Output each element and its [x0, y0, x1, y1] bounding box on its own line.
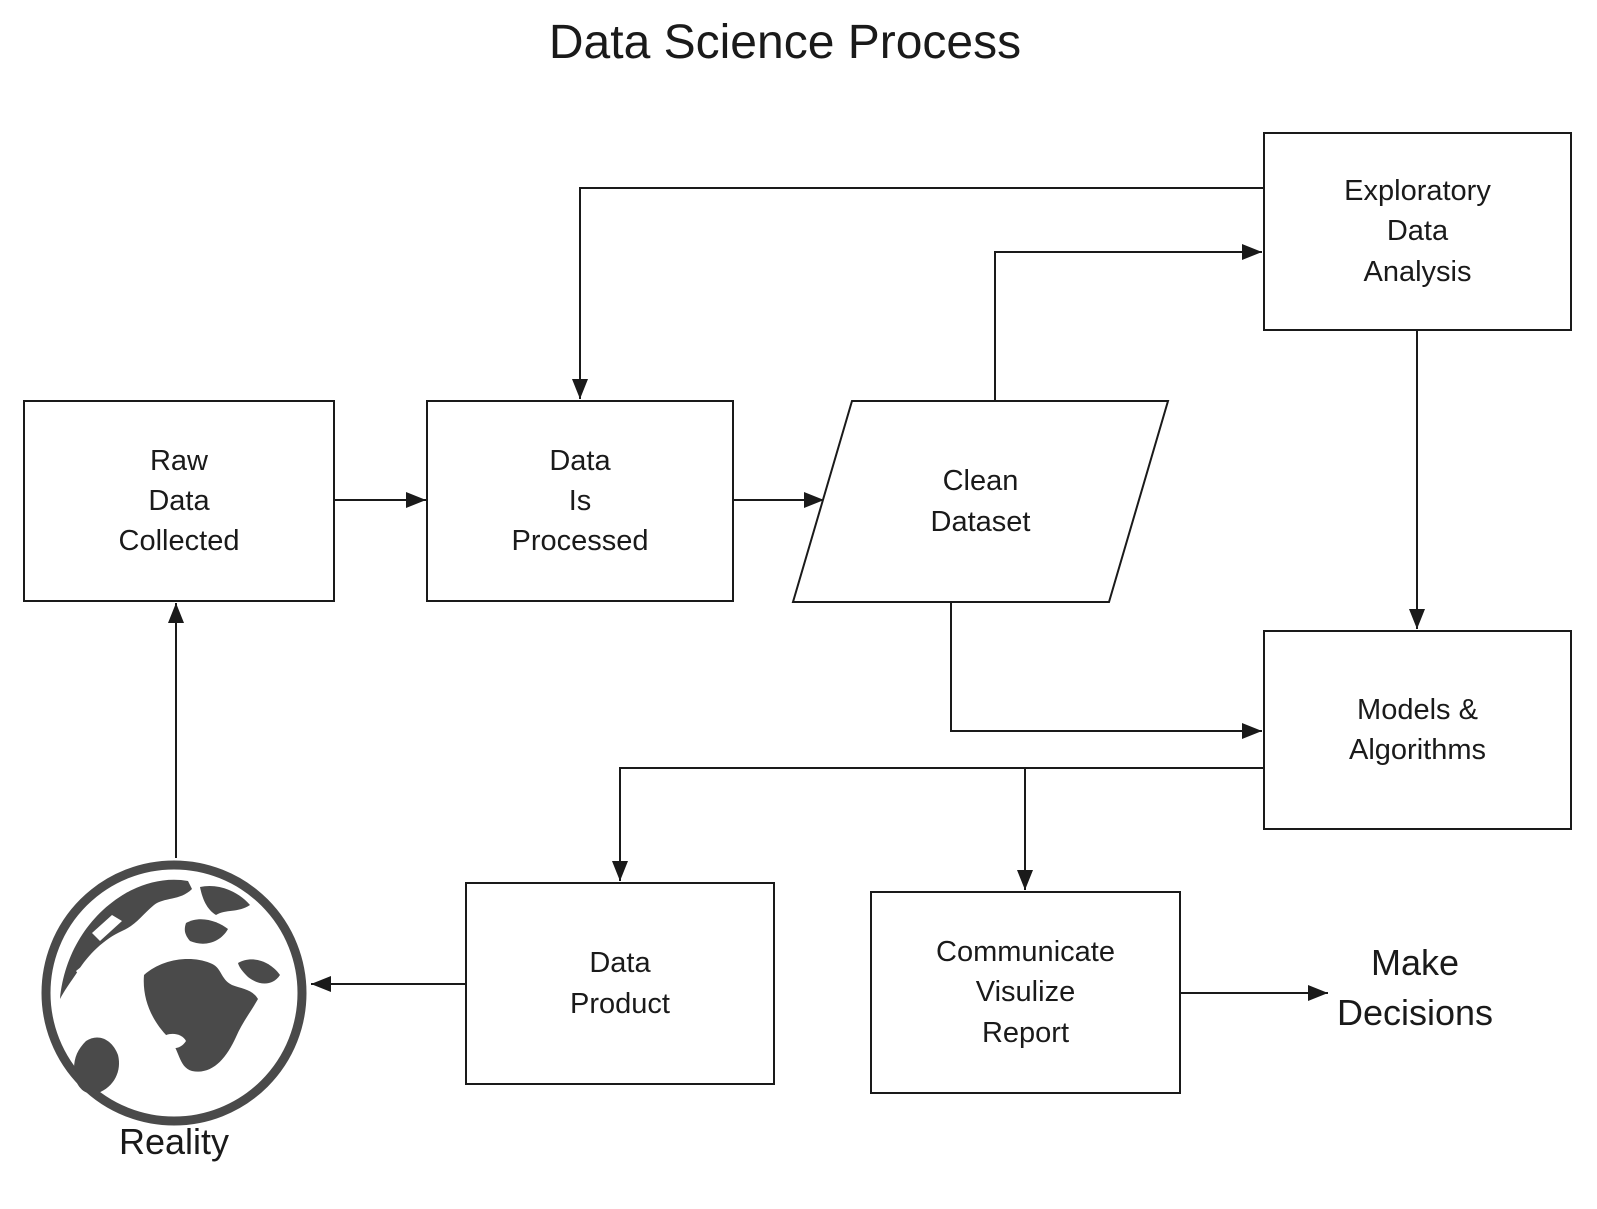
raw-data-collected-box — [23, 400, 335, 602]
edge-clean-dataset-to-eda — [994, 244, 1262, 401]
clean-dataset-parallelogram — [791, 400, 1170, 603]
communicate-visulize-report-box — [870, 891, 1181, 1094]
models-algorithms-box — [1263, 630, 1572, 830]
globe-icon — [41, 860, 307, 1126]
data-is-processed-box — [426, 400, 734, 602]
edge-eda-to-processed-feedback — [572, 187, 1264, 399]
edge-models-to-data-product — [612, 767, 1264, 881]
exploratory-data-analysis-box — [1263, 132, 1572, 331]
edge-clean-dataset-to-models — [950, 602, 1262, 739]
data-product-box — [465, 882, 775, 1085]
